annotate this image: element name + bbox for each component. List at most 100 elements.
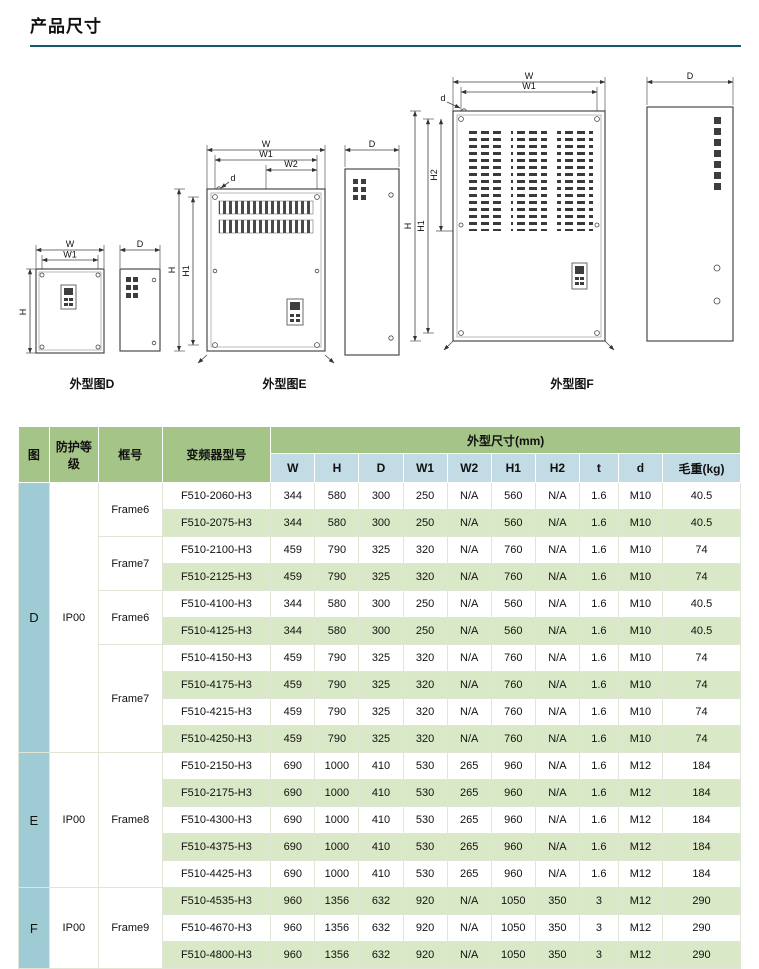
page-title: 产品尺寸 [30,17,102,36]
drawing-d-caption: 外型图D [69,377,115,391]
model-cell: F510-2075-H3 [161,509,272,537]
value-cell: N/A [446,671,492,699]
col-header-frame: 框号 [97,426,163,483]
value-cell: M10 [617,590,663,618]
value-cell: 1.6 [578,698,619,726]
value-cell: 790 [314,644,360,672]
value-cell: 530 [402,752,448,780]
value-cell: N/A [446,590,492,618]
vent-grid [511,129,547,231]
dim-label-depth: D [687,71,694,81]
value-cell: 1000 [314,833,360,861]
value-cell: 325 [358,644,404,672]
value-cell: 320 [402,725,448,753]
value-cell: 760 [490,644,536,672]
value-cell: 1.6 [578,833,619,861]
value-cell: 1356 [314,914,360,942]
model-cell: F510-4300-H3 [161,806,272,834]
value-cell: M12 [617,914,663,942]
value-cell: 690 [270,752,316,780]
value-cell: 40.5 [661,482,742,510]
model-cell: F510-4425-H3 [161,860,272,888]
value-cell: 325 [358,671,404,699]
value-cell: N/A [534,644,580,672]
value-cell: 344 [270,590,316,618]
value-cell: 459 [270,563,316,591]
dim-label-h: H [167,267,177,274]
value-cell: 74 [661,536,742,564]
model-cell: F510-4150-H3 [161,644,272,672]
value-cell: 325 [358,725,404,753]
value-cell: N/A [446,941,492,969]
col-header-dimensions: 外型尺寸(mm) [270,426,741,454]
value-cell: 300 [358,617,404,645]
outline-drawing-e: W W1 W2 d H [167,133,401,392]
value-cell: 960 [270,887,316,915]
mounting-hole [458,222,464,228]
dim-label-h: H [403,223,413,230]
value-cell: 320 [402,644,448,672]
value-cell: 3 [578,914,619,942]
protection-cell: IP00 [48,482,99,753]
value-cell: 632 [358,887,404,915]
col-header-w2: W2 [446,453,492,483]
value-cell: 1000 [314,806,360,834]
dim-label-h1: H1 [416,220,426,232]
value-cell: 350 [534,941,580,969]
value-cell: 960 [270,941,316,969]
value-cell: M10 [617,671,663,699]
value-cell: M10 [617,509,663,537]
value-cell: 1050 [490,887,536,915]
col-header-h2: H2 [534,453,580,483]
value-cell: M10 [617,482,663,510]
protection-cell: IP00 [48,887,99,969]
mounting-hole [95,272,101,278]
value-cell: 410 [358,860,404,888]
value-cell: N/A [446,482,492,510]
dim-label-w: W [66,239,75,249]
value-cell: 1.6 [578,482,619,510]
value-cell: M12 [617,860,663,888]
value-cell: N/A [534,779,580,807]
front-view: W W1 W2 d H [167,139,334,364]
mounting-hole [594,116,600,122]
value-cell: 580 [314,509,360,537]
value-cell: 760 [490,536,536,564]
dimension-table-section: 图 防护等级 框号 变频器型号 外型尺寸(mm) W H D W1 W2 H1 … [18,426,742,969]
value-cell: 300 [358,590,404,618]
frame-cell: Frame6 [97,482,163,537]
value-cell: 790 [314,536,360,564]
side-view: D [119,239,161,352]
figure-cell: D [18,482,50,753]
value-cell: 1.6 [578,752,619,780]
mounting-hole [211,342,218,348]
value-cell: N/A [446,914,492,942]
value-cell: 265 [446,752,492,780]
value-cell: 760 [490,563,536,591]
value-cell: N/A [534,725,580,753]
value-cell: 290 [661,887,742,915]
model-cell: F510-4670-H3 [161,914,272,942]
model-cell: F510-2150-H3 [161,752,272,780]
value-cell: 320 [402,536,448,564]
value-cell: 1.6 [578,860,619,888]
dim-label-w1: W1 [63,250,77,260]
value-cell: 300 [358,482,404,510]
value-cell: 325 [358,536,404,564]
drawing-f-caption: 外型图F [550,377,594,391]
title-underline [30,45,741,47]
frame-cell: Frame7 [97,644,163,753]
value-cell: 74 [661,563,742,591]
vent-grid [218,200,313,215]
value-cell: 1000 [314,752,360,780]
value-cell: 960 [490,806,536,834]
figure-cell: F [18,887,50,969]
value-cell: 580 [314,590,360,618]
mounting-hole [39,344,45,350]
value-cell: 1050 [490,941,536,969]
